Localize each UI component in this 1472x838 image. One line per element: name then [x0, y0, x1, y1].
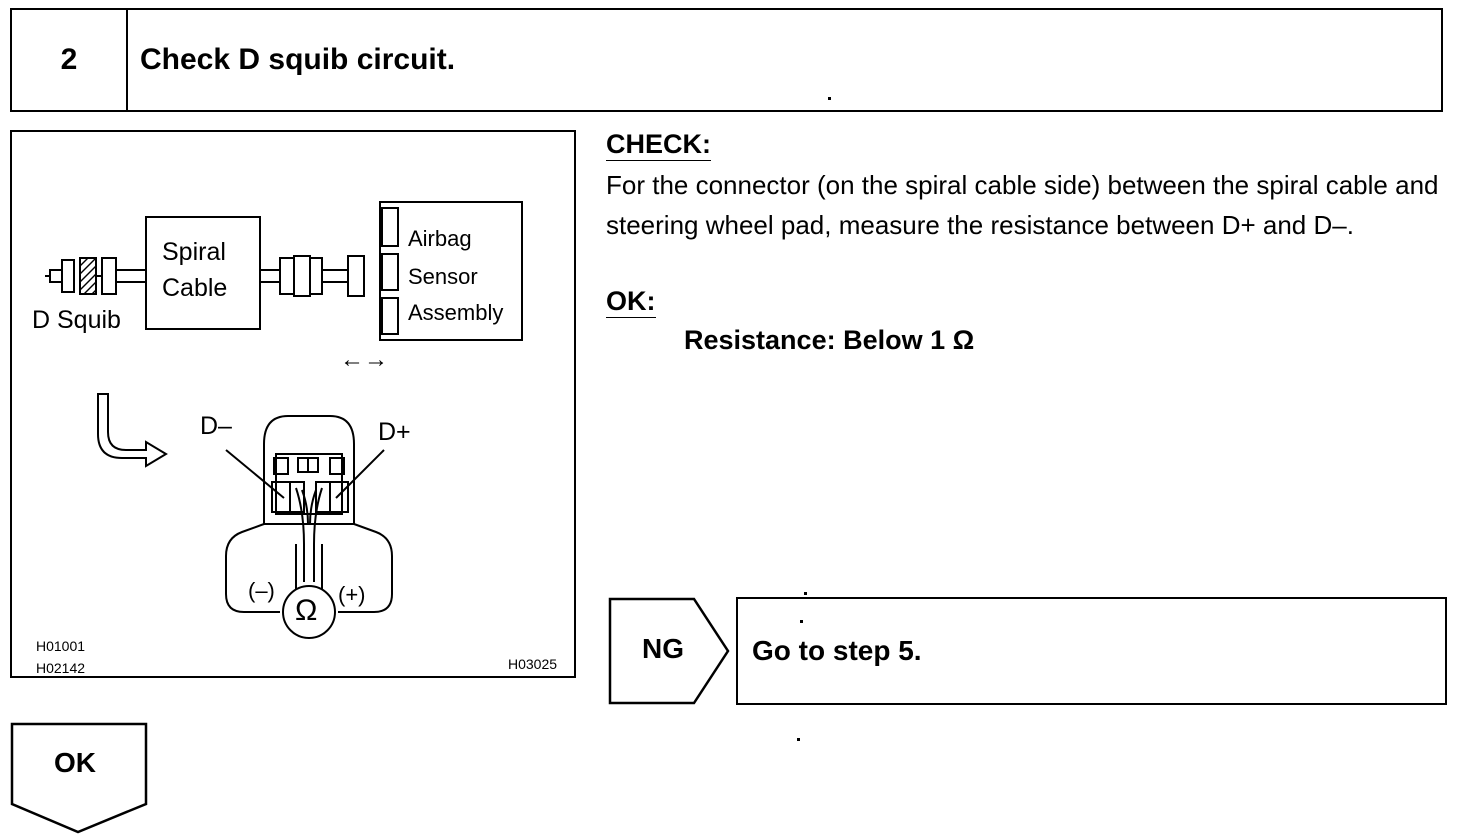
step-title: Check D squib circuit. — [140, 43, 456, 76]
step-number: 2 — [12, 10, 128, 110]
ohm-icon: Ω — [295, 594, 318, 627]
sensor-label: Sensor — [408, 264, 478, 289]
ok-heading: OK: — [606, 286, 656, 318]
scan-speck — [828, 97, 831, 100]
meter-plus-label: (+) — [338, 582, 366, 607]
d-minus-label: D– — [200, 412, 232, 440]
ok-arrow-shape — [10, 722, 148, 834]
scan-speck — [800, 620, 803, 623]
figure-code-left-2: H02142 — [36, 660, 86, 676]
wiring-figure: Spiral Cable D Squib Airbag Sensor Assem… — [10, 130, 576, 678]
figure-code-right: H03025 — [508, 656, 558, 672]
ng-action-box: Go to step 5. — [736, 597, 1447, 705]
d-plus-label: D+ — [378, 418, 411, 446]
ng-label: NG — [642, 633, 684, 664]
scan-speck — [804, 592, 807, 595]
resistance-spec: Resistance: Below 1 Ω — [684, 325, 975, 355]
ng-arrow-shape — [608, 597, 730, 705]
step-header: 2 Check D squib circuit. — [10, 8, 1443, 112]
meter-minus-label: (–) — [248, 578, 275, 603]
d-squib-label: D Squib — [32, 306, 121, 334]
figure-code-left-1: H01001 — [36, 638, 86, 654]
spiral-cable-label-line1: Spiral — [162, 238, 226, 266]
scan-speck — [797, 738, 800, 741]
disconnect-arrows: ←→ — [340, 346, 388, 373]
airbag-label: Airbag — [408, 226, 472, 251]
check-heading: CHECK: — [606, 129, 711, 161]
wiring-diagram — [45, 201, 523, 639]
assembly-label: Assembly — [408, 300, 504, 325]
check-instruction: For the connector (on the spiral cable s… — [606, 170, 1439, 240]
spiral-cable-label-line2: Cable — [162, 274, 228, 302]
ok-flow-label: OK — [54, 747, 96, 778]
